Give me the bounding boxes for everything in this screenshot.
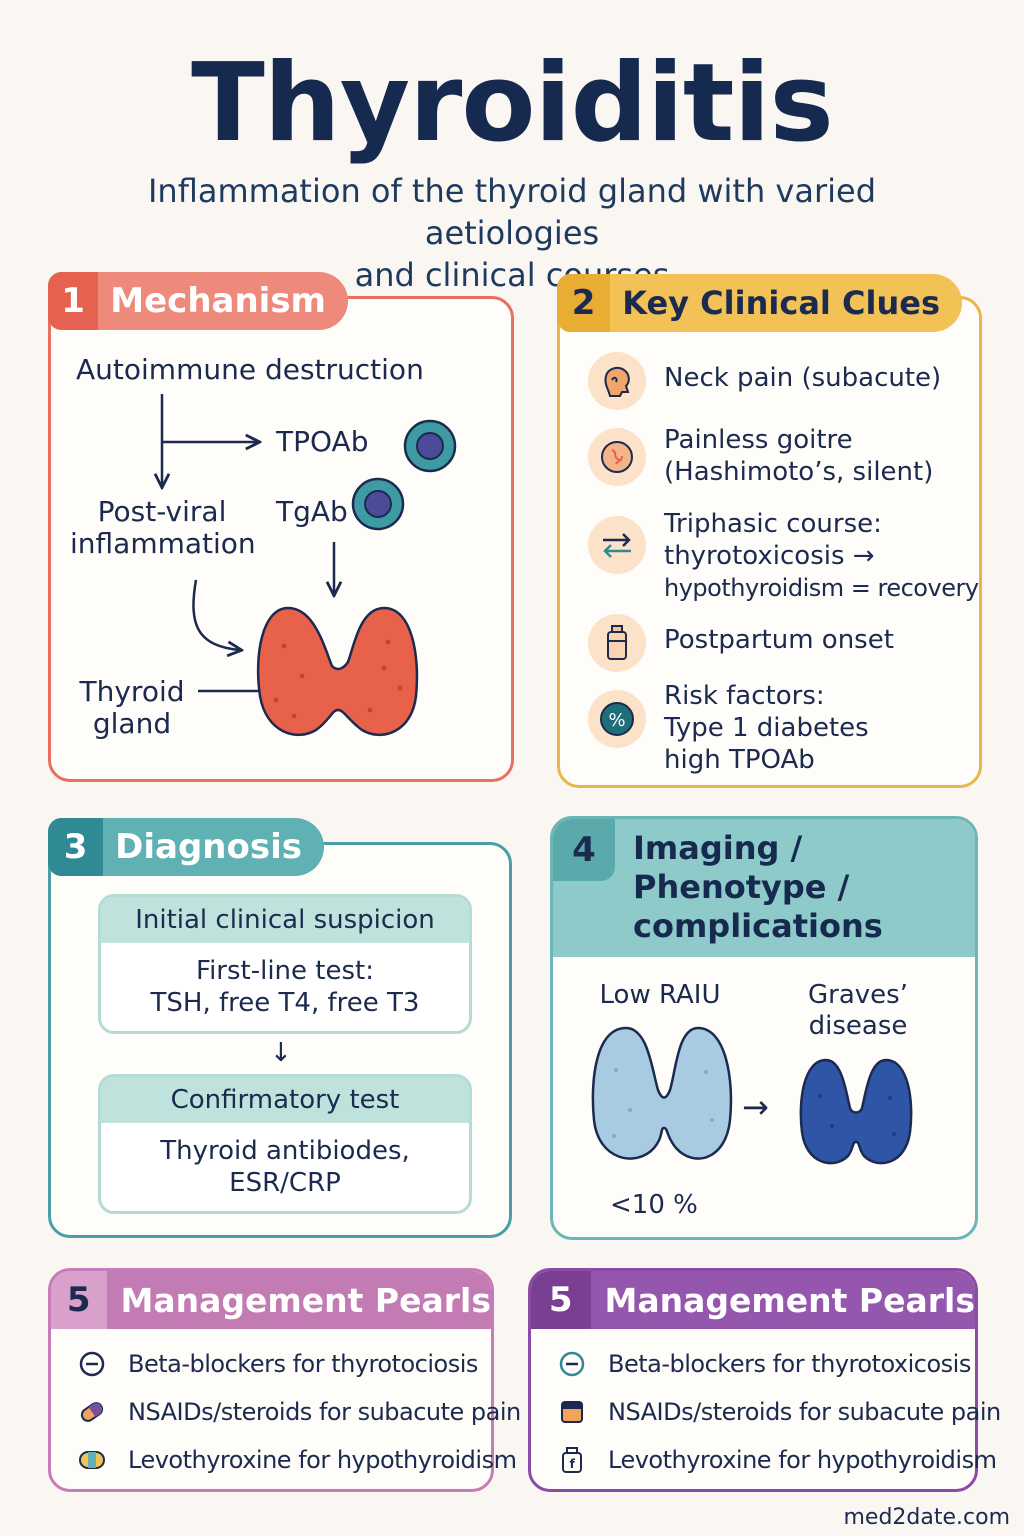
imaging-header xyxy=(553,819,975,957)
pearl-text: Levothyroxine for hypothyroidism xyxy=(128,1446,517,1474)
pearl-item: f Levothyroxine for hypothyroidism xyxy=(558,1446,997,1474)
section-number: 3 xyxy=(48,818,104,876)
footer-credit: med2date.com xyxy=(843,1505,1010,1530)
first-line-test-box: Initial clinical suspicion First-line te… xyxy=(98,894,472,1034)
pearl-text: Levothyroxine for hypothyroidism xyxy=(608,1446,997,1474)
confirmatory-line-1: Thyroid antibiodes, xyxy=(160,1136,410,1166)
confirmatory-header: Confirmatory test xyxy=(101,1077,469,1123)
subtitle-line-1: Inflammation of the thyroid gland with v… xyxy=(147,172,876,252)
section-heading: Management Pearls xyxy=(604,1280,975,1320)
heading-line-1: Imaging / xyxy=(633,829,803,867)
postviral-arrow xyxy=(192,579,240,650)
pearls-header: 5 Management Pearls xyxy=(51,1271,491,1329)
tgab-antibody-icon xyxy=(351,477,405,531)
percent-icon: % xyxy=(588,690,646,748)
clue-item: Triphasic course: thyrotoxicosis → hypot… xyxy=(588,508,979,604)
gland-line-2: gland xyxy=(92,707,172,740)
right-arrow-icon: → xyxy=(742,1088,769,1126)
low-raiu-label: Low RAIU xyxy=(599,980,721,1010)
svg-text:%: % xyxy=(608,710,625,731)
section-heading: Management Pearls xyxy=(120,1280,491,1320)
clue-line: hypothyroidism = recovery xyxy=(664,574,979,602)
pearls-header: 5 Management Pearls xyxy=(531,1271,975,1329)
pearl-item: NSAIDs/steroids for subacute pain xyxy=(78,1398,521,1426)
clue-line: thyrotoxicosis → xyxy=(664,541,875,571)
clue-item: % Risk factors: Type 1 diabetes high TPO… xyxy=(588,680,869,776)
section-number: 2 xyxy=(557,274,611,332)
gland-line-1: Thyroid xyxy=(79,675,185,708)
clue-line: Neck pain (subacute) xyxy=(664,363,942,393)
pearl-text: Beta-blockers for thyrotoxicosis xyxy=(608,1350,971,1378)
postviral-line-1: Post-viral xyxy=(97,495,227,528)
clue-item: Neck pain (subacute) xyxy=(588,352,941,410)
pearl-item: Levothyroxine for hypothyroidism xyxy=(78,1446,517,1474)
section-heading: Key Clinical Clues xyxy=(622,284,940,322)
low-raiu-thyroid-icon xyxy=(591,1026,733,1160)
graves-line-1: Graves’ xyxy=(808,980,908,1010)
clues-tab: 2 Key Clinical Clues xyxy=(557,274,962,332)
pearl-item: NSAIDs/steroids for subacute pain xyxy=(558,1398,1001,1426)
svg-text:f: f xyxy=(570,1457,576,1471)
pearl-text: NSAIDs/steroids for subacute pain xyxy=(128,1398,521,1426)
minus-circle-icon xyxy=(78,1350,106,1378)
raiu-value: <10 % xyxy=(610,1190,698,1220)
swap-arrows-icon xyxy=(588,516,646,574)
graves-line-2: disease xyxy=(808,1011,908,1041)
section-heading: Mechanism xyxy=(110,281,326,321)
clue-line: Triphasic course: xyxy=(664,509,882,539)
heading-line-2: Phenotype / xyxy=(633,868,850,906)
postviral-line-2: inflammation xyxy=(70,527,256,560)
mechanism-tab: 1 Mechanism xyxy=(48,272,348,330)
page-title: Thyroiditis xyxy=(191,41,834,166)
tgab-label: TgAb xyxy=(276,495,348,528)
heading-line-3: complications xyxy=(633,907,883,945)
mechanism-diagram xyxy=(48,394,457,737)
clue-item: Painless goitre (Hashimoto’s, silent) xyxy=(588,424,933,488)
down-arrow-icon: ↓ xyxy=(270,1038,292,1068)
management-pearls-card-right: 5 Management Pearls xyxy=(528,1268,978,1492)
tpoab-antibody-icon xyxy=(403,419,457,473)
autoimmune-label: Autoimmune destruction xyxy=(76,353,424,386)
capsule-icon xyxy=(78,1446,106,1474)
section-number: 5 xyxy=(51,1271,107,1329)
graves-label: Graves’ disease xyxy=(790,980,926,1042)
clue-line: Postpartum onset xyxy=(664,625,894,655)
minus-circle-icon xyxy=(558,1350,586,1378)
clue-line: (Hashimoto’s, silent) xyxy=(664,457,934,487)
management-pearls-card-left: 5 Management Pearls xyxy=(48,1268,494,1492)
gland-label: Thyroid gland xyxy=(78,676,186,740)
clue-line: Painless goitre xyxy=(664,425,853,455)
clue-line: high TPOAb xyxy=(664,745,815,775)
diagnosis-tab: 3 Diagnosis xyxy=(48,818,324,876)
section-heading: Imaging / Phenotype / complications xyxy=(633,829,883,946)
section-number: 5 xyxy=(531,1271,591,1329)
pearl-text: NSAIDs/steroids for subacute pain xyxy=(608,1398,1001,1426)
thyroid-gland-icon xyxy=(256,606,419,737)
first-line-tests: TSH, free T4, free T3 xyxy=(150,988,420,1018)
goitre-icon xyxy=(588,428,646,486)
imaging-thyroids xyxy=(591,1026,913,1165)
clue-line: Type 1 diabetes xyxy=(664,713,869,743)
section-number: 4 xyxy=(553,819,615,881)
tpoab-label: TPOAb xyxy=(276,425,369,458)
first-line-title: First-line test: xyxy=(196,956,374,986)
bottle-icon xyxy=(588,614,646,672)
section-heading: Diagnosis xyxy=(115,827,302,867)
clue-item: Postpartum onset xyxy=(588,614,894,672)
confirmatory-line-2: ESR/CRP xyxy=(229,1168,341,1198)
section-number: 1 xyxy=(48,272,99,330)
confirmatory-test-box: Confirmatory test Thyroid antibiodes, ES… xyxy=(98,1074,472,1214)
pearl-item: Beta-blockers for thyrotociosis xyxy=(78,1350,478,1378)
clue-line: Risk factors: xyxy=(664,681,825,711)
pearl-item: Beta-blockers for thyrotoxicosis xyxy=(558,1350,971,1378)
head-pain-icon xyxy=(588,352,646,410)
pill-box-icon xyxy=(558,1398,586,1426)
pill-icon xyxy=(78,1398,106,1426)
postviral-label: Post-viral inflammation xyxy=(70,495,256,560)
medicine-bottle-icon: f xyxy=(558,1446,586,1474)
pearl-text: Beta-blockers for thyrotociosis xyxy=(128,1350,478,1378)
suspicion-header: Initial clinical suspicion xyxy=(101,897,469,943)
graves-thyroid-icon xyxy=(799,1058,913,1165)
